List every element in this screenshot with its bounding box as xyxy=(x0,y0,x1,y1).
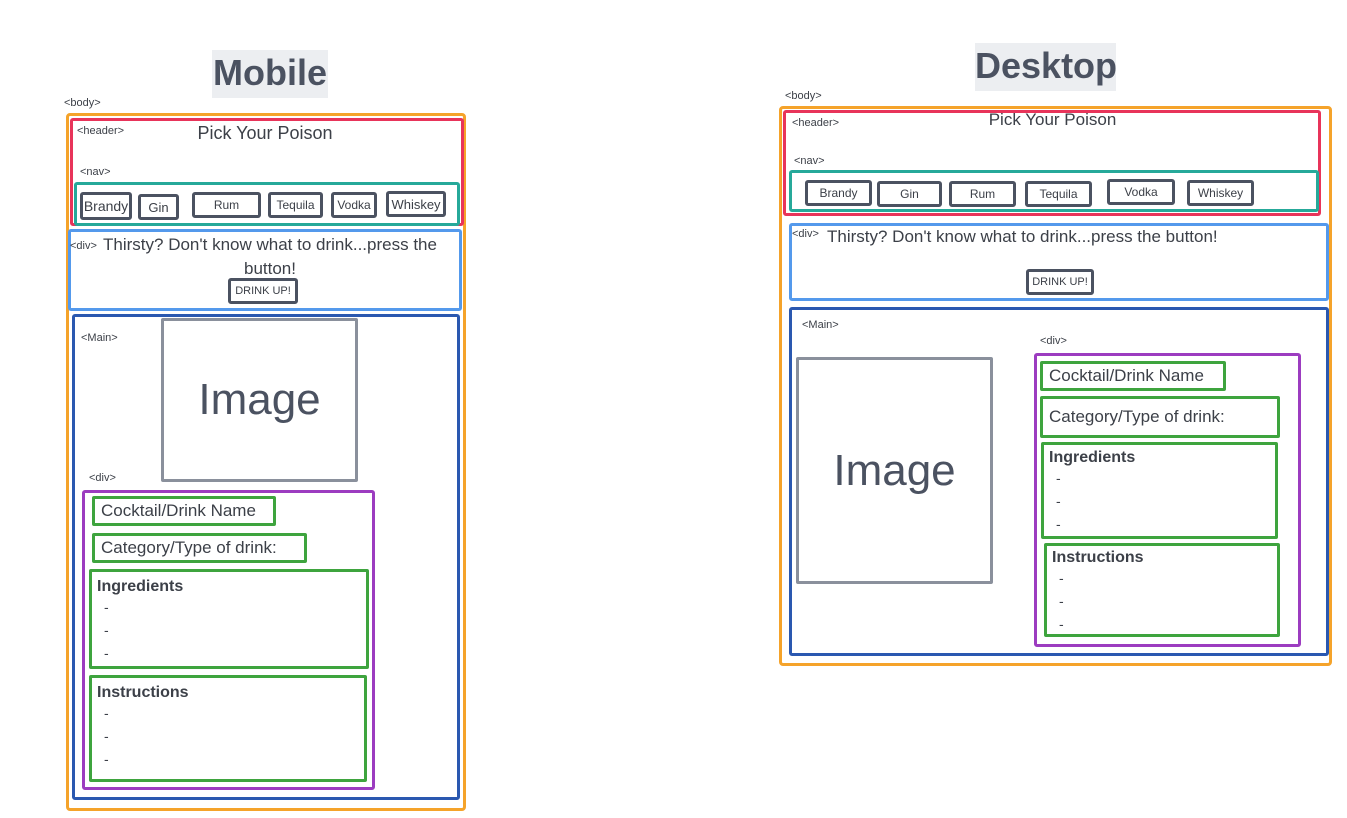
mobile-main-box xyxy=(72,314,460,800)
mobile-body-tag: <body> xyxy=(64,97,101,109)
desktop-nav-vodka[interactable]: Vodka xyxy=(1107,179,1175,205)
mobile-nav-whiskey[interactable]: Whiskey xyxy=(386,191,446,217)
desktop-details-box xyxy=(1034,353,1301,647)
mobile-nav-brandy[interactable]: Brandy xyxy=(80,192,132,220)
mobile-details-tag: <div> xyxy=(89,472,116,484)
mobile-header-tag: <header> xyxy=(77,125,125,137)
mobile-instructions-box: Instructions - - - xyxy=(89,675,367,782)
mobile-ingredients-box: Ingredients - - - xyxy=(89,569,369,669)
mobile-header-title: Pick Your Poison xyxy=(197,123,333,143)
desktop-drink-up-button[interactable]: DRINK UP! xyxy=(1026,269,1094,295)
desktop-nav-tag: <nav> xyxy=(794,155,825,167)
desktop-nav-tequila[interactable]: Tequila xyxy=(1025,181,1092,207)
mobile-title: Mobile xyxy=(212,50,328,98)
list-item: - xyxy=(1056,516,1061,532)
mobile-main-tag: <Main> xyxy=(81,332,118,344)
desktop-category: Category/Type of drink: xyxy=(1040,396,1280,438)
list-item: - xyxy=(104,705,109,721)
desktop-div-box xyxy=(789,223,1329,301)
desktop-nav-brandy[interactable]: Brandy xyxy=(805,180,872,206)
desktop-header-box xyxy=(783,110,1321,216)
mobile-drink-up-button[interactable]: DRINK UP! xyxy=(228,278,298,304)
mobile-nav-tequila[interactable]: Tequila xyxy=(268,192,323,218)
list-item: - xyxy=(104,645,109,661)
mobile-image-placeholder: Image xyxy=(161,318,358,482)
list-item: - xyxy=(1059,616,1064,632)
desktop-nav-rum[interactable]: Rum xyxy=(949,181,1016,207)
desktop-image-placeholder: Image xyxy=(796,357,993,584)
desktop-header-tag: <header> xyxy=(792,117,840,129)
desktop-instructions-box: Instructions - - - xyxy=(1044,543,1280,637)
desktop-drink-name: Cocktail/Drink Name xyxy=(1040,361,1226,391)
desktop-header-title: Pick Your Poison xyxy=(988,110,1117,129)
mobile-details-box xyxy=(82,490,375,790)
mobile-nav-box xyxy=(74,182,460,226)
list-item: - xyxy=(104,751,109,767)
desktop-details-tag: <div> xyxy=(1040,335,1067,347)
mobile-prompt-text: Thirsty? Don't know what to drink...pres… xyxy=(103,235,437,278)
desktop-ingredients-title: Ingredients xyxy=(1049,449,1136,466)
list-item: - xyxy=(1056,493,1061,509)
desktop-div-tag: <div> xyxy=(792,228,819,240)
mobile-nav-vodka[interactable]: Vodka xyxy=(331,192,377,218)
mobile-nav-rum[interactable]: Rum xyxy=(192,192,261,218)
list-item: - xyxy=(1059,593,1064,609)
desktop-body-box xyxy=(779,106,1332,666)
list-item: - xyxy=(104,599,109,615)
desktop-prompt-text: Thirsty? Don't know what to drink...pres… xyxy=(827,227,1218,246)
mobile-div-box xyxy=(68,229,462,311)
desktop-instructions-title: Instructions xyxy=(1052,549,1144,566)
list-item: - xyxy=(1056,470,1061,486)
desktop-nav-whiskey[interactable]: Whiskey xyxy=(1187,180,1254,206)
mobile-instructions-title: Instructions xyxy=(97,684,189,701)
list-item: - xyxy=(1059,570,1064,586)
desktop-title: Desktop xyxy=(975,43,1117,91)
mobile-ingredients-title: Ingredients xyxy=(97,578,184,595)
desktop-nav-box xyxy=(789,170,1319,212)
desktop-main-tag: <Main> xyxy=(802,319,839,331)
mobile-div-tag: <div> xyxy=(70,240,97,252)
mobile-body-box xyxy=(66,113,466,811)
desktop-main-box xyxy=(789,307,1329,656)
mobile-category: Category/Type of drink: xyxy=(92,533,307,563)
desktop-body-tag: <body> xyxy=(785,90,822,102)
mobile-drink-name: Cocktail/Drink Name xyxy=(92,496,276,526)
desktop-nav-gin[interactable]: Gin xyxy=(877,181,942,207)
desktop-ingredients-box: Ingredients - - - xyxy=(1041,442,1278,539)
mobile-nav-tag: <nav> xyxy=(80,166,111,178)
mobile-nav-gin[interactable]: Gin xyxy=(138,194,179,220)
list-item: - xyxy=(104,728,109,744)
list-item: - xyxy=(104,622,109,638)
